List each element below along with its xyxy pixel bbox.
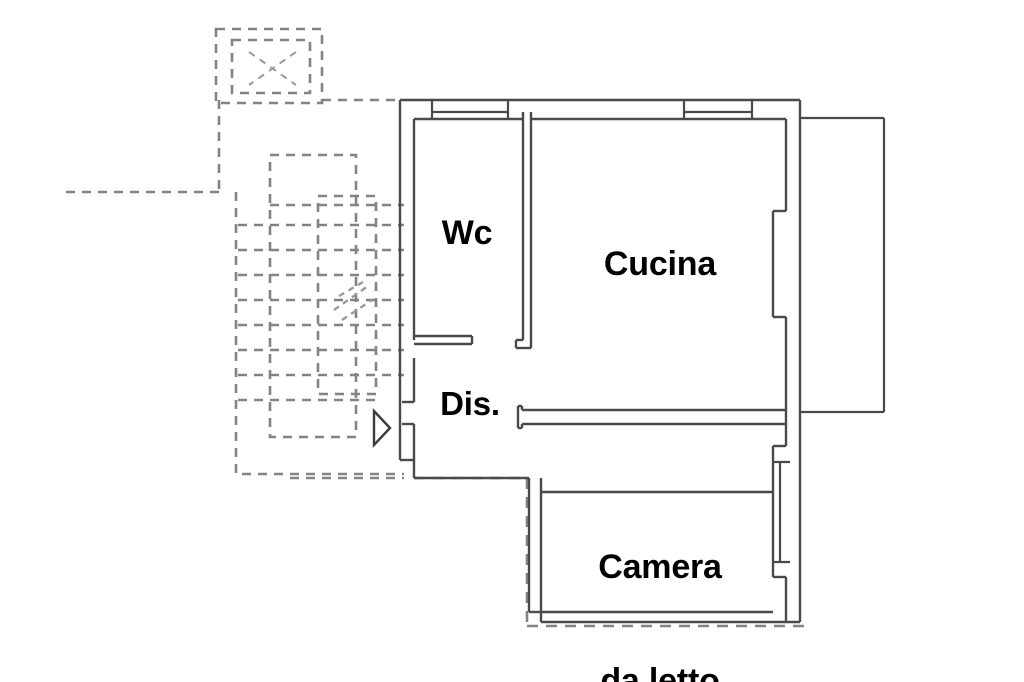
shaft-outer-box — [214, 27, 324, 105]
stair-arrow-shaft — [333, 285, 369, 311]
entrance-door-triangle — [372, 407, 392, 449]
stair-direction-arrow — [333, 280, 373, 321]
dashed-context-geometry — [66, 27, 404, 480]
right-balcony — [800, 116, 886, 414]
apartment-walls — [398, 98, 802, 624]
room-label-camera-line-1: Camera — [598, 548, 722, 587]
top-windows — [430, 100, 754, 119]
stair-landing-rect — [268, 153, 358, 439]
room-label-dis: Dis. — [440, 385, 500, 422]
shaft-cross-marks — [248, 51, 297, 86]
shaft-inner-box — [230, 38, 312, 95]
bedroom-projection-dashed — [414, 476, 806, 628]
room-label-camera-line-2: da letto — [600, 662, 720, 682]
bedroom-window — [773, 460, 790, 564]
room-label-wc: Wc — [441, 214, 493, 252]
room-label-camera-da-letto: Camera da letto — [540, 472, 780, 682]
shaft-cross-stroke-b — [248, 51, 297, 86]
entrance-door-marker — [372, 407, 392, 449]
room-label-cucina: Cucina — [603, 245, 717, 283]
stair-arrow-head-a — [338, 280, 364, 298]
